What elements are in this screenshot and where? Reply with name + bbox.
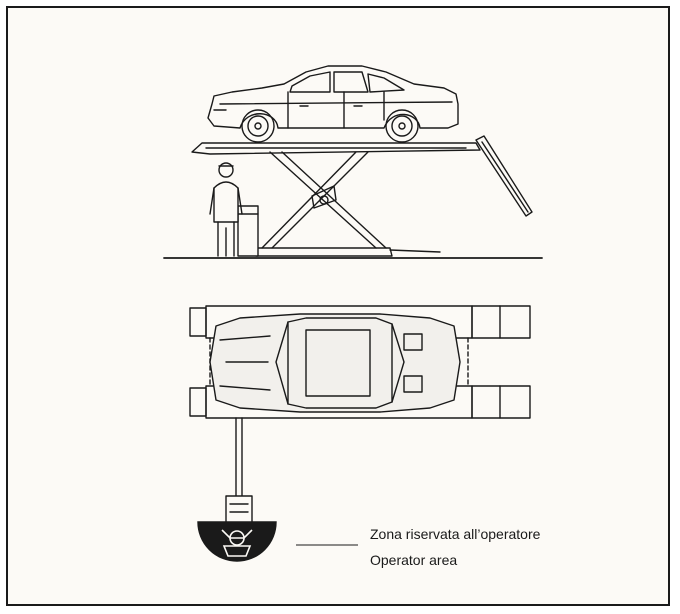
control-unit-top xyxy=(225,495,253,525)
legend-label-italian: Zona riservata all’operatore xyxy=(370,526,541,542)
operator-zone xyxy=(197,521,277,562)
side-view-lift xyxy=(191,135,533,257)
legend-label-english: Operator area xyxy=(370,552,458,568)
top-view-car xyxy=(209,313,461,413)
control-console xyxy=(237,205,259,257)
operator-top-figure xyxy=(221,529,253,557)
operator-figure xyxy=(209,162,243,257)
control-cable xyxy=(235,417,243,497)
side-view-car xyxy=(207,65,459,143)
